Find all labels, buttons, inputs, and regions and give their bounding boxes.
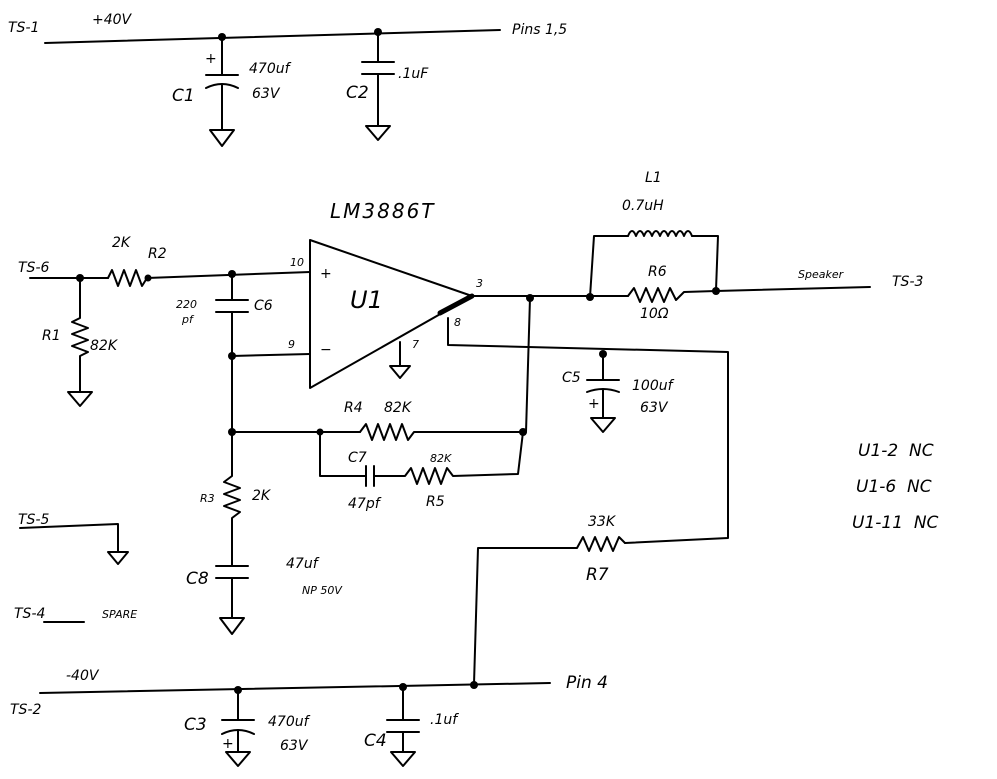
c5-plus: + xyxy=(588,396,600,412)
r2-value: 2K xyxy=(112,235,132,251)
ground-symbol xyxy=(365,117,391,141)
r1-ref: R1 xyxy=(42,328,61,344)
pin-3-label: 3 xyxy=(476,277,483,290)
ground-symbol xyxy=(590,417,616,433)
ground-symbol xyxy=(107,551,129,565)
c6-value: 220 xyxy=(176,298,197,311)
note-u1-2: U1-2 NC xyxy=(858,441,934,461)
c1-value: 470uf xyxy=(249,61,292,77)
pin-10-label: 10 xyxy=(290,256,304,269)
pos-pins-label: Pins 1,5 xyxy=(512,22,567,38)
r7-ref: R7 xyxy=(586,565,609,585)
r5-value: 82K xyxy=(430,452,452,465)
capacitor-c3: + C3 470uf 63V xyxy=(184,689,311,767)
c6-ref: C6 xyxy=(254,298,273,314)
minus-sign: − xyxy=(320,342,332,358)
resistor-r1: R1 82K xyxy=(42,277,119,407)
ic-part-number: LM3886T xyxy=(330,199,436,223)
ts4-label: TS-4 xyxy=(14,606,45,622)
c2-value: .1uF xyxy=(398,66,429,82)
c8-value: 47uf xyxy=(286,556,320,572)
ts1-label: TS-1 xyxy=(8,20,39,36)
capacitor-c2: C2 .1uF xyxy=(346,31,429,141)
positive-rail: TS-1 +40V Pins 1,5 xyxy=(8,12,567,44)
r6-ref: R6 xyxy=(648,264,667,280)
c3-rating: 63V xyxy=(280,738,309,754)
r4-value: 82K xyxy=(384,400,413,416)
r5-ref: R5 xyxy=(426,494,445,510)
ts4-spare: TS-4 SPARE xyxy=(14,606,137,623)
r2-ref: R2 xyxy=(148,246,167,262)
ground-symbol xyxy=(225,751,251,767)
ts5-ground: TS-5 xyxy=(18,512,129,565)
c5-ref: C5 xyxy=(562,370,581,386)
pos-voltage-label: +40V xyxy=(92,12,133,28)
opamp-u1: LM3886T + − U1 10 9 3 7 8 xyxy=(288,199,729,544)
c4-value: .1uf xyxy=(430,712,459,728)
r1-value: 82K xyxy=(90,338,119,354)
ts6-label: TS-6 xyxy=(18,260,49,276)
speaker-label: Speaker xyxy=(798,268,845,281)
r7-value: 33K xyxy=(588,514,617,530)
c7-value: 47pf xyxy=(348,496,382,512)
c1-ref: C1 xyxy=(172,86,195,106)
c7-ref: C7 xyxy=(348,450,367,466)
neg-pins-label: Pin 4 xyxy=(566,673,608,693)
note-u1-11: U1-11 NC xyxy=(852,513,939,533)
neg-voltage-label: -40V xyxy=(66,668,100,684)
c8-rating: NP 50V xyxy=(302,584,343,597)
c1-plus: + xyxy=(205,51,217,67)
ground-symbol xyxy=(389,365,411,379)
r3-ref: R3 xyxy=(200,492,215,505)
output-network xyxy=(471,293,629,436)
c3-ref: C3 xyxy=(184,715,207,735)
resistor-r3: R3 2K xyxy=(200,431,272,567)
nc-notes: U1-2 NC U1-6 NC U1-11 NC xyxy=(852,441,939,533)
l1-value: 0.7uH xyxy=(622,198,664,214)
ground-symbol xyxy=(209,119,235,147)
c3-plus: + xyxy=(222,736,234,752)
c5-rating: 63V xyxy=(640,400,669,416)
note-u1-6: U1-6 NC xyxy=(856,477,932,497)
c2-ref: C2 xyxy=(346,83,369,103)
r3-value: 2K xyxy=(252,488,272,504)
capacitor-c5: + C5 100uf 63V xyxy=(562,350,675,433)
r4-ref: R4 xyxy=(344,400,363,416)
inductor-l1: L1 0.7uH xyxy=(589,170,719,298)
ground-symbol xyxy=(390,751,416,767)
c5-value: 100uf xyxy=(632,378,675,394)
resistor-r7: 33K R7 xyxy=(473,514,626,685)
resistor-r6: R6 10Ω xyxy=(627,264,720,322)
pin-9-label: 9 xyxy=(288,338,295,351)
ts2-label: TS-2 xyxy=(10,702,41,718)
capacitor-c6: 220 pf C6 xyxy=(176,273,273,360)
plus-sign: + xyxy=(320,266,332,282)
inverting-node xyxy=(228,353,311,436)
negative-rail: -40V TS-2 Pin 4 xyxy=(10,668,608,718)
input-terminal: TS-6 xyxy=(18,260,109,282)
spare-label: SPARE xyxy=(102,608,137,621)
ts5-label: TS-5 xyxy=(18,512,49,528)
r6-value: 10Ω xyxy=(640,306,669,322)
pin-8-label: 8 xyxy=(454,316,461,329)
c4-ref: C4 xyxy=(364,731,387,751)
c8-ref: C8 xyxy=(186,569,209,589)
ground-symbol xyxy=(219,617,245,635)
c6-unit: pf xyxy=(181,313,195,326)
ground-symbol xyxy=(67,391,93,407)
capacitor-c1: + C1 470uf 63V xyxy=(172,36,292,147)
ts3-label: TS-3 xyxy=(892,274,923,290)
capacitor-c8: C8 47uf NP 50V xyxy=(186,556,343,635)
u1-ref: U1 xyxy=(350,286,383,314)
resistor-r2: 2K R2 xyxy=(107,235,311,287)
c1-rating: 63V xyxy=(252,86,281,102)
speaker-output: Speaker TS-3 xyxy=(715,268,923,292)
l1-ref: L1 xyxy=(645,170,662,186)
c3-value: 470uf xyxy=(268,714,311,730)
feedback-network: R4 82K C7 47pf 82K R5 xyxy=(231,400,524,512)
pin-7-label: 7 xyxy=(412,338,419,351)
capacitor-c4: C4 .1uf xyxy=(364,686,459,767)
